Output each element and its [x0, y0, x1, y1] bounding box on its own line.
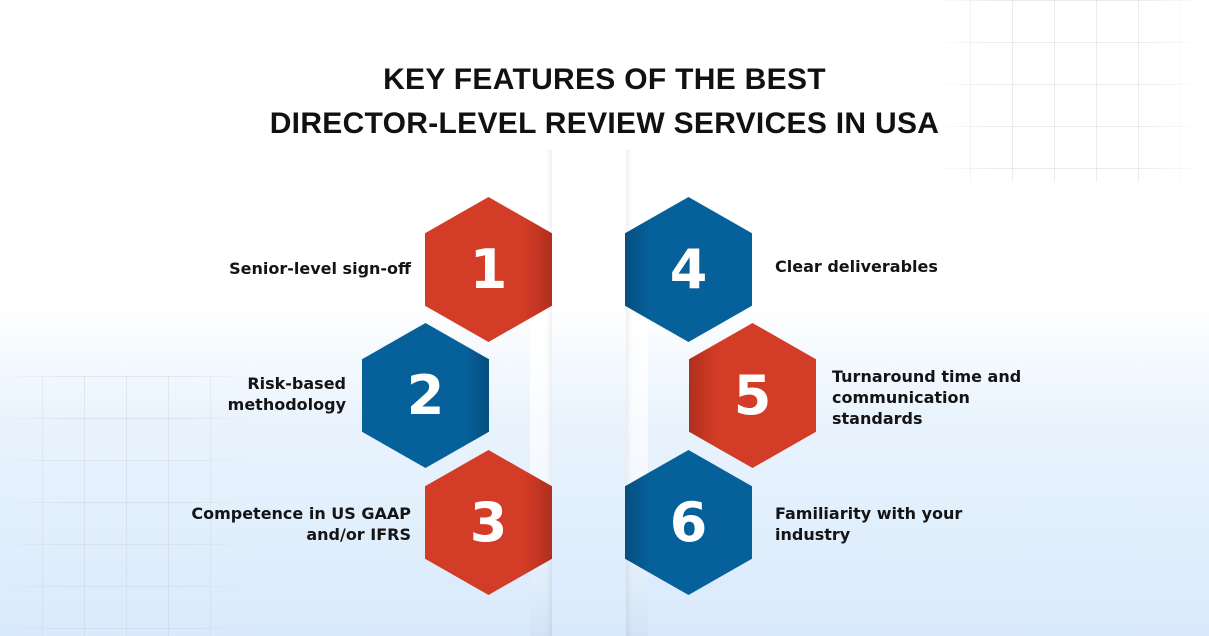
title-line-1: KEY FEATURES OF THE BEST	[383, 63, 826, 96]
feature-number-1: 1	[469, 237, 508, 301]
decorative-grid-bottom-left	[0, 376, 250, 636]
feature-label-1: Senior-level sign-off	[229, 259, 411, 278]
feature-number-2: 2	[406, 363, 445, 427]
page-title: KEY FEATURES OF THE BEST DIRECTOR-LEVEL …	[0, 58, 1209, 146]
feature-number-5: 5	[733, 363, 772, 427]
feature-number-4: 4	[669, 237, 708, 301]
feature-label-2: Risk-based methodology	[227, 374, 346, 414]
feature-label-5: Turnaround time and communication standa…	[832, 367, 1022, 428]
feature-hexagon-4: 4	[625, 197, 752, 342]
title-line-2: DIRECTOR-LEVEL REVIEW SERVICES IN USA	[269, 107, 940, 140]
feature-label-3: Competence in US GAAP and/or IFRS	[191, 504, 411, 544]
decorative-grid-top-right	[928, 0, 1209, 182]
feature-hexagon-6: 6	[625, 450, 752, 595]
feature-label-6: Familiarity with your industry	[775, 504, 963, 544]
feature-hexagon-5: 5	[689, 323, 816, 468]
feature-hexagon-2: 2	[362, 323, 489, 468]
feature-number-6: 6	[669, 490, 708, 554]
feature-label-4: Clear deliverables	[775, 257, 938, 276]
feature-number-3: 3	[469, 490, 508, 554]
